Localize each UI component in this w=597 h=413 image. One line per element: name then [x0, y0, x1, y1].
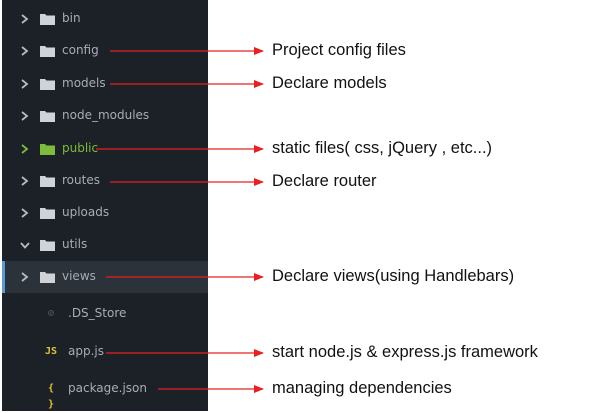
chevron-right-icon[interactable]: [20, 269, 30, 285]
tree-item-label: package.json: [68, 381, 148, 395]
annotation-models: Declare models: [272, 74, 387, 92]
json-icon: { }: [47, 383, 55, 410]
chevron-right-icon[interactable]: [20, 11, 30, 27]
tree-item-label: routes: [62, 173, 100, 187]
annotation-public: static files( css, jQuery , etc...): [272, 139, 493, 157]
annotation-config: Project config files: [272, 41, 406, 59]
file-explorer-panel: bin config models node_modules public ro…: [2, 0, 208, 411]
folder-icon: [40, 208, 55, 219]
folder-icon: [40, 272, 55, 283]
tree-item-config[interactable]: config: [2, 35, 208, 67]
tree-item-uploads[interactable]: uploads: [2, 197, 208, 229]
annotation-app: start node.js & express.js framework: [272, 343, 538, 361]
tree-item-label: config: [62, 43, 99, 57]
tree-item-node-modules[interactable]: node_modules: [2, 100, 208, 132]
tree-item-app-js[interactable]: JS app.js: [2, 336, 208, 368]
eye-slash-icon: ⊘: [47, 308, 55, 319]
folder-icon: [40, 176, 55, 187]
tree-item-label: uploads: [62, 205, 110, 219]
tree-item-bin[interactable]: bin: [2, 3, 208, 35]
chevron-right-icon[interactable]: [20, 108, 30, 124]
tree-item-routes[interactable]: routes: [2, 165, 208, 197]
tree-item-utils[interactable]: utils: [2, 229, 208, 261]
tree-item-label: public: [62, 141, 99, 155]
folder-icon: [40, 144, 55, 155]
tree-item-label: bin: [62, 11, 81, 25]
tree-item-label: .DS_Store: [68, 306, 127, 320]
chevron-down-icon[interactable]: [20, 237, 30, 253]
tree-item-label: app.js: [68, 344, 104, 358]
tree-item-package-json[interactable]: { } package.json: [2, 373, 208, 410]
chevron-right-icon[interactable]: [20, 205, 30, 221]
folder-icon: [40, 14, 55, 25]
chevron-right-icon[interactable]: [20, 141, 30, 157]
tree-item-label: views: [62, 269, 96, 283]
tree-item-models[interactable]: models: [2, 68, 208, 100]
annotation-routes: Declare router: [272, 172, 377, 190]
annotation-views: Declare views(using Handlebars): [272, 267, 515, 285]
chevron-right-icon[interactable]: [20, 43, 30, 59]
tree-item-label: models: [62, 76, 106, 90]
folder-icon: [40, 46, 55, 57]
tree-item-public[interactable]: public: [2, 133, 208, 165]
chevron-right-icon[interactable]: [20, 173, 30, 189]
chevron-right-icon[interactable]: [20, 76, 30, 92]
annotation-package: managing dependencies: [272, 379, 452, 397]
tree-item-label: utils: [62, 237, 88, 251]
folder-icon: [40, 111, 55, 122]
folder-icon: [40, 240, 55, 251]
js-icon: JS: [44, 346, 58, 357]
tree-item-ds-store[interactable]: ⊘ .DS_Store: [2, 298, 208, 330]
folder-icon: [40, 79, 55, 90]
tree-item-label: node_modules: [62, 108, 150, 122]
